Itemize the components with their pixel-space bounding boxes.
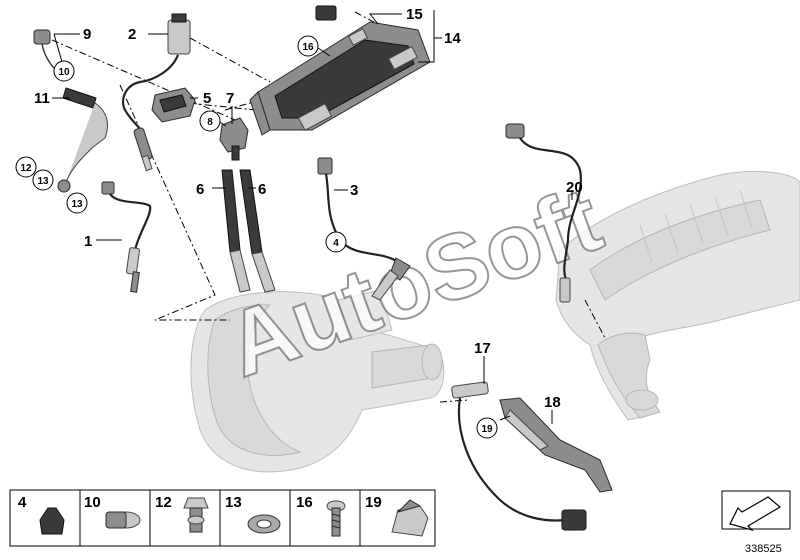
callout-7: 7 <box>226 90 234 107</box>
callout-3: 3 <box>350 182 358 199</box>
legend-label-16: 16 <box>296 494 313 511</box>
legend-label-10: 10 <box>84 494 101 511</box>
legend-item-16: 16 <box>296 494 346 537</box>
oxygen-sensor-2 <box>122 13 191 172</box>
manifold-ribs <box>639 189 753 263</box>
callout-14: 14 <box>444 30 461 47</box>
legend-item-13: 13 <box>225 494 281 534</box>
document-number: 338525 <box>745 543 782 555</box>
navigation-arrow-box[interactable] <box>721 490 791 532</box>
legend-item-4: 4 <box>18 494 65 535</box>
callout-12: 12 <box>20 163 32 174</box>
legend-label-19: 19 <box>365 494 382 511</box>
pressure-hoses-6 <box>221 169 276 293</box>
sensor-20 <box>505 123 583 303</box>
callout-19: 19 <box>481 424 493 435</box>
banjo-bolt-icon <box>183 497 209 533</box>
parts-legend: 4 10 12 13 16 <box>9 489 436 547</box>
callout-18: 18 <box>544 394 561 411</box>
callout-6-right: 6 <box>258 181 266 198</box>
connector-5 <box>151 87 196 123</box>
legend-label-13: 13 <box>225 494 242 511</box>
callout-8: 8 <box>207 117 213 128</box>
callout-17: 17 <box>474 340 491 357</box>
oxygen-sensor-17 <box>451 381 613 531</box>
callout-4: 4 <box>333 238 339 249</box>
callout-1: 1 <box>84 233 92 250</box>
circled-callouts: 10 12 13 13 8 16 4 19 <box>15 35 498 439</box>
callout-5: 5 <box>203 90 211 107</box>
intake-manifold-ghost <box>555 171 800 421</box>
temperature-sensor-line <box>33 29 108 193</box>
callout-10: 10 <box>58 67 70 78</box>
callout-11: 11 <box>34 90 50 107</box>
legend-item-12: 12 <box>155 494 209 533</box>
legend-item-10: 10 <box>84 494 141 529</box>
exhaust-temp-sensor-1 <box>101 181 152 293</box>
legend-item-19: 19 <box>365 494 429 537</box>
callout-6-left: 6 <box>196 181 204 198</box>
callout-16: 16 <box>302 42 314 53</box>
callout-13-lower: 13 <box>71 199 83 210</box>
callout-9: 9 <box>83 26 91 43</box>
cable-clamp-icon <box>105 511 141 529</box>
diesel-particulate-filter-ghost <box>190 289 445 473</box>
legend-label-12: 12 <box>155 494 172 511</box>
sealing-ring-icon <box>247 514 281 534</box>
arrow-down-left-icon <box>729 496 782 532</box>
pressure-sensor-7 <box>219 117 249 161</box>
screw-icon <box>326 500 346 537</box>
callout-labels: 1 2 3 5 6 6 7 9 11 14 15 17 18 20 <box>34 6 583 411</box>
callout-13-upper: 13 <box>37 176 49 187</box>
retaining-clip-icon <box>391 499 429 537</box>
harness-bracket-assembly <box>249 5 431 136</box>
callout-15: 15 <box>406 6 423 23</box>
legend-label-4: 4 <box>18 494 27 511</box>
clip-icon <box>39 507 65 535</box>
callout-2: 2 <box>128 26 136 43</box>
callout-20: 20 <box>566 179 583 196</box>
